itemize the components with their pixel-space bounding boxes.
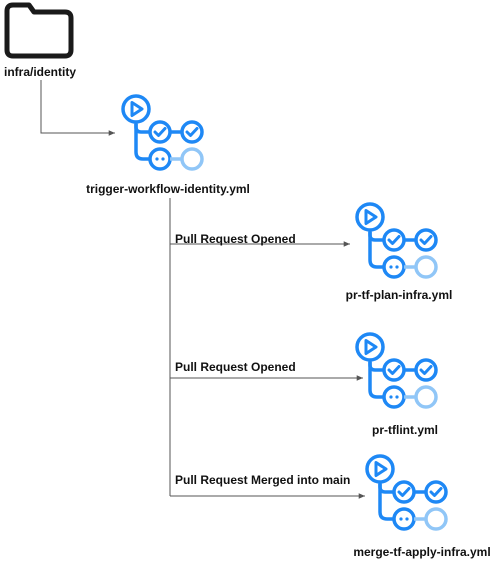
trigger-workflow-icon <box>121 94 204 171</box>
workflow-label-3: merge-tf-apply-infra.yml <box>353 545 490 559</box>
workflow-icon-2 <box>355 332 438 409</box>
workflow-icon-1 <box>355 202 438 279</box>
trigger-workflow-label: trigger-workflow-identity.yml <box>86 182 250 196</box>
edge-label-2: Pull Request Opened <box>175 360 296 374</box>
source-folder-label: infra/identity <box>4 65 76 79</box>
connector-folder-to-trigger <box>40 80 115 136</box>
workflow-label-1: pr-tf-plan-infra.yml <box>346 288 453 302</box>
workflow-icon-3 <box>365 454 448 531</box>
folder-icon <box>4 2 74 59</box>
edge-label-3: Pull Request Merged into main <box>175 473 350 487</box>
edge-label-1: Pull Request Opened <box>175 232 296 246</box>
workflow-label-2: pr-tflint.yml <box>372 423 438 437</box>
